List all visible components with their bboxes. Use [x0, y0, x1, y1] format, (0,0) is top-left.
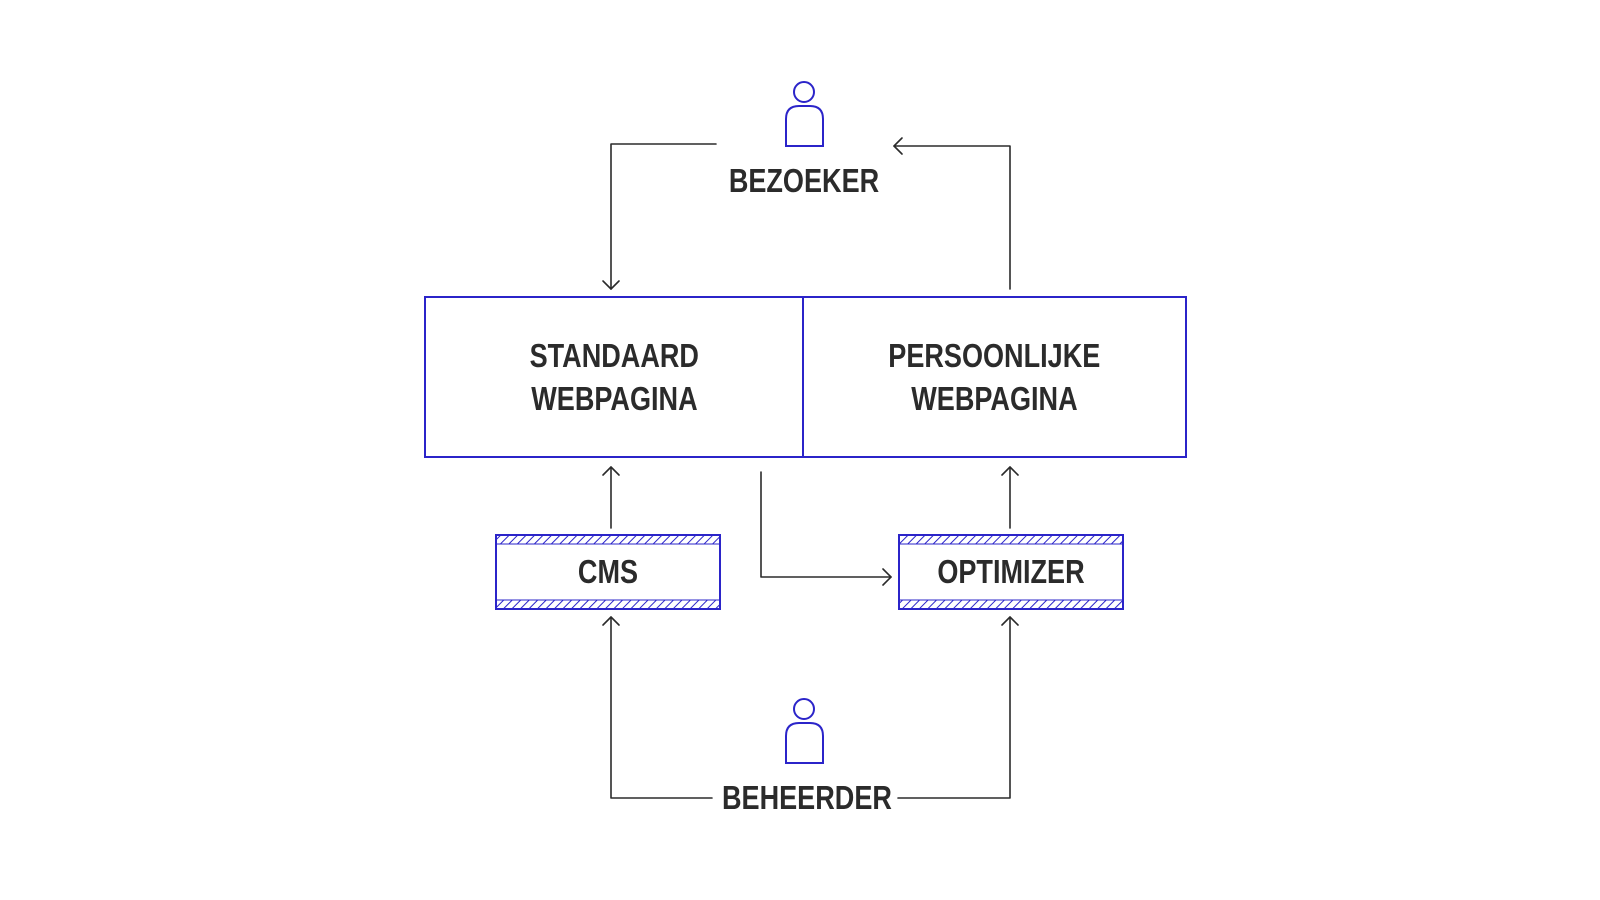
- personal-page-label-line2: WEBPAGINA: [911, 380, 1078, 417]
- optimizer-box: [898, 534, 1124, 610]
- cms-label: CMS: [577, 553, 639, 590]
- arrow-standard-to-optimizer: [760, 471, 892, 586]
- arrow-visitor-to-standard: [602, 143, 717, 290]
- personal-page-label: PERSOONLIJKE WEBPAGINA: [803, 297, 1186, 457]
- standard-page-label-line2: WEBPAGINA: [530, 380, 698, 417]
- optimizer-label: OPTIMIZER: [937, 553, 1085, 590]
- personal-page-label-line1: PERSOONLIJKE: [888, 337, 1101, 374]
- arrow-optimizer-to-personal: [1001, 466, 1019, 529]
- visitor-label: BEZOEKER: [728, 162, 880, 199]
- visitor-person-icon: [785, 81, 824, 147]
- standard-page-label: STANDAARD WEBPAGINA: [425, 297, 803, 457]
- arrow-cms-to-standard: [602, 466, 620, 529]
- arrow-admin-to-optimizer: [897, 616, 1019, 799]
- admin-person-icon: [785, 698, 824, 764]
- standard-page-label-line1: STANDAARD: [529, 337, 699, 374]
- cms-box: [495, 534, 721, 610]
- arrow-admin-to-cms: [602, 616, 713, 799]
- admin-label: BEHEERDER: [722, 779, 892, 816]
- arrow-personal-to-visitor: [893, 137, 1011, 290]
- personal-page-box: [802, 296, 1187, 458]
